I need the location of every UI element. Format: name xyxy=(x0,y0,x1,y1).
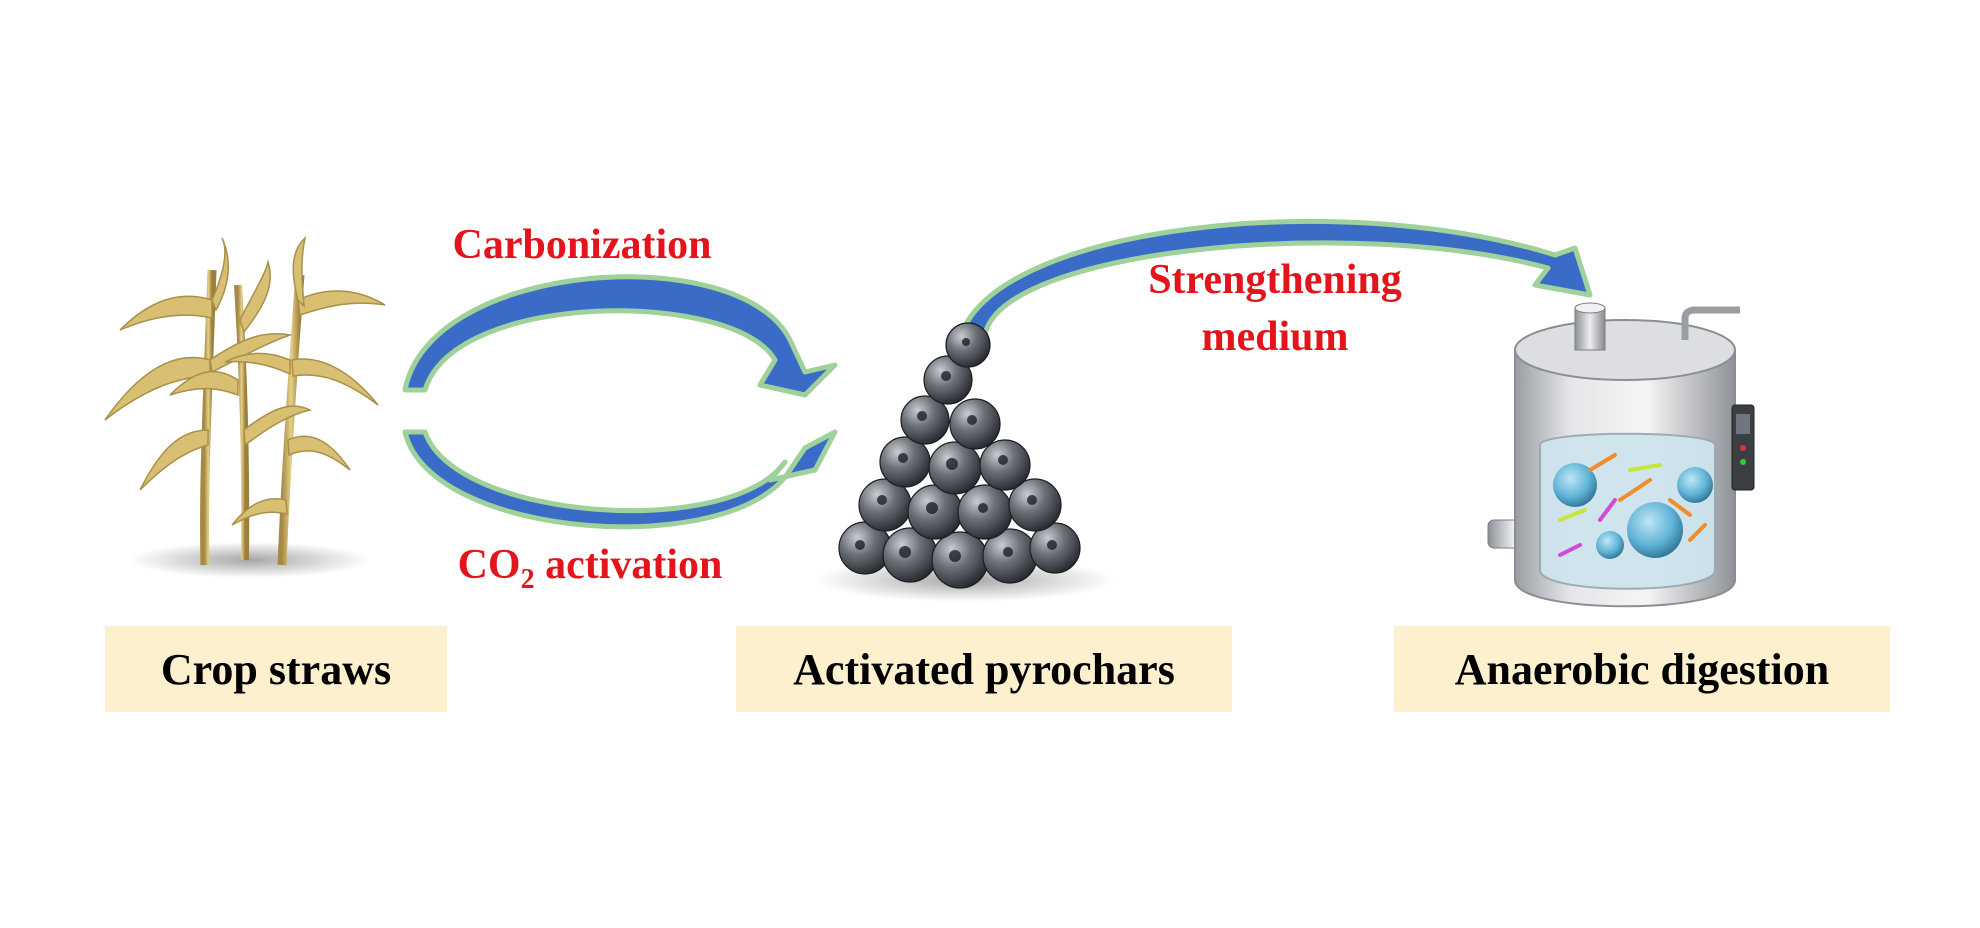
anaerobic-digestion-label: Anaerobic digestion xyxy=(1394,626,1890,712)
medium-label: medium xyxy=(1202,314,1349,360)
co2-suffix: activation xyxy=(535,542,723,588)
carbonization-arrow xyxy=(402,274,838,398)
crop-straws-label: Crop straws xyxy=(105,626,447,712)
co2-activation-label: CO2 activation xyxy=(458,542,723,595)
carbonization-label: Carbonization xyxy=(452,222,711,268)
co2-activation-arrow xyxy=(402,429,838,530)
strengthening-label: Strengthening xyxy=(1148,257,1402,303)
co2-subscript: 2 xyxy=(521,564,535,595)
pyrochar-pile-icon xyxy=(815,322,1115,602)
digester-tank-icon xyxy=(1487,302,1755,608)
corn-plant-icon xyxy=(104,235,386,578)
strengthening-arrow xyxy=(957,218,1593,343)
activated-pyrochars-label: Activated pyrochars xyxy=(736,626,1232,712)
co2-prefix: CO xyxy=(458,542,521,588)
